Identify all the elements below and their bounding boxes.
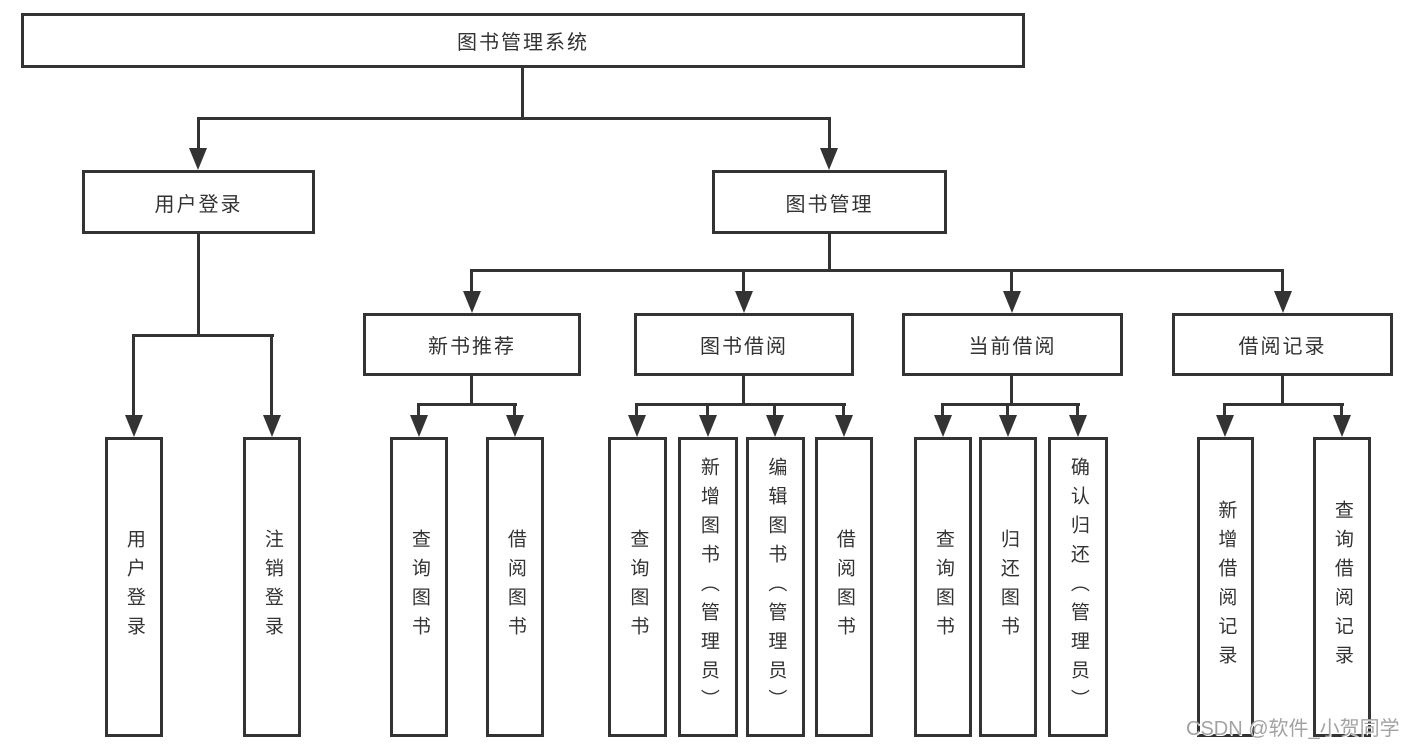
connector-line	[1010, 269, 1013, 291]
leaf-current-confirm-return-admin-label: 确认归还（管理员）	[1067, 456, 1089, 718]
connector-line	[842, 403, 845, 415]
leaf-current-query-books: 查询图书	[914, 437, 972, 737]
arrowhead-down-icon	[463, 291, 481, 313]
section-book-borrowing: 图书借阅	[634, 313, 854, 376]
connector-line	[1076, 403, 1079, 415]
arrowhead-down-icon	[506, 415, 524, 437]
leaf-records-query-record: 查询借阅记录	[1313, 437, 1371, 737]
arrowhead-down-icon	[263, 415, 281, 437]
leaf-current-return-books-label: 归还图书	[997, 529, 1019, 645]
leaf-borrowing-query-books: 查询图书	[608, 437, 667, 737]
leaf-borrowing-borrow-books-label: 借阅图书	[833, 529, 855, 645]
connector-line	[1010, 376, 1013, 406]
arrowhead-down-icon	[999, 415, 1017, 437]
connector-line	[197, 234, 200, 336]
connector-line	[1281, 269, 1284, 291]
connector-line	[470, 269, 473, 291]
arrowhead-down-icon	[1216, 415, 1234, 437]
leaf-records-add-record-label: 新增借阅记录	[1215, 500, 1237, 674]
connector-line	[270, 334, 273, 415]
connector-line	[1223, 403, 1226, 415]
leaf-current-confirm-return-admin: 确认归还（管理员）	[1048, 437, 1108, 737]
connector-line	[635, 403, 846, 406]
arrowhead-down-icon	[1003, 291, 1021, 313]
leaf-records-add-record: 新增借阅记录	[1197, 437, 1254, 737]
connector-line	[1006, 403, 1009, 415]
arrowhead-down-icon	[835, 415, 853, 437]
connector-line	[635, 403, 638, 415]
connector-line	[773, 403, 776, 415]
leaf-user-login: 用户登录	[105, 437, 163, 737]
section-book-borrowing-label: 图书借阅	[700, 336, 788, 358]
connector-line	[470, 269, 1284, 272]
arrowhead-down-icon	[1333, 415, 1351, 437]
connector-line	[1340, 403, 1343, 415]
leaf-current-return-books: 归还图书	[979, 437, 1037, 737]
leaf-borrowing-edit-books-admin: 编辑图书（管理员）	[746, 437, 805, 737]
arrowhead-down-icon	[699, 415, 717, 437]
arrowhead-down-icon	[628, 415, 646, 437]
connector-line	[513, 403, 516, 415]
leaf-borrowing-borrow-books: 借阅图书	[815, 437, 873, 737]
arrowhead-down-icon	[820, 148, 838, 170]
node-root: 图书管理系统	[21, 13, 1025, 68]
leaf-logout-label: 注销登录	[261, 529, 283, 645]
connector-line	[132, 334, 135, 415]
section-new-book-recommendation-label: 新书推荐	[428, 336, 516, 358]
leaf-logout: 注销登录	[243, 437, 301, 737]
connector-line	[828, 117, 831, 148]
connector-line	[417, 403, 517, 406]
arrowhead-down-icon	[766, 415, 784, 437]
connector-line	[941, 403, 944, 415]
branch-book-management-label: 图书管理	[785, 193, 874, 216]
arrowhead-down-icon	[125, 415, 143, 437]
leaf-borrowing-edit-books-admin-label: 编辑图书（管理员）	[765, 456, 787, 718]
leaf-newbook-borrow-books-label: 借阅图书	[504, 529, 526, 645]
arrowhead-down-icon	[735, 291, 753, 313]
connector-line	[742, 376, 745, 406]
arrowhead-down-icon	[934, 415, 952, 437]
connector-line	[1223, 403, 1344, 406]
connector-line	[417, 403, 420, 415]
section-borrowing-records: 借阅记录	[1172, 313, 1393, 376]
arrowhead-down-icon	[1069, 415, 1087, 437]
node-root-label: 图书管理系统	[457, 32, 589, 54]
connector-line	[706, 403, 709, 415]
connector-line	[941, 403, 1080, 406]
branch-user-login: 用户登录	[82, 170, 315, 234]
connector-line	[197, 117, 831, 120]
section-current-borrowing: 当前借阅	[902, 313, 1123, 376]
branch-user-login-label: 用户登录	[154, 193, 243, 216]
csdn-watermark: CSDN @软件_小贺同学	[1186, 718, 1400, 740]
leaf-borrowing-query-books-label: 查询图书	[627, 529, 649, 645]
leaf-newbook-query-books: 查询图书	[390, 437, 448, 737]
connector-line	[1281, 376, 1284, 406]
section-borrowing-records-label: 借阅记录	[1238, 336, 1327, 358]
section-new-book-recommendation: 新书推荐	[363, 313, 581, 376]
leaf-borrowing-add-books-admin: 新增图书（管理员）	[678, 437, 738, 737]
leaf-newbook-query-books-label: 查询图书	[408, 529, 430, 645]
arrowhead-down-icon	[189, 148, 207, 170]
leaf-records-query-record-label: 查询借阅记录	[1331, 500, 1353, 674]
leaf-user-login-label: 用户登录	[123, 529, 145, 645]
leaf-current-query-books-label: 查询图书	[932, 529, 954, 645]
connector-line	[470, 376, 473, 406]
leaf-borrowing-add-books-admin-label: 新增图书（管理员）	[697, 456, 719, 718]
section-current-borrowing-label: 当前借阅	[968, 336, 1057, 358]
arrowhead-down-icon	[410, 415, 428, 437]
connector-line	[521, 68, 524, 118]
connector-line	[828, 233, 831, 271]
connector-line	[197, 117, 200, 148]
branch-book-management: 图书管理	[712, 170, 947, 234]
arrowhead-down-icon	[1274, 291, 1292, 313]
leaf-newbook-borrow-books: 借阅图书	[486, 437, 544, 737]
connector-line	[132, 334, 274, 337]
connector-line	[742, 269, 745, 291]
